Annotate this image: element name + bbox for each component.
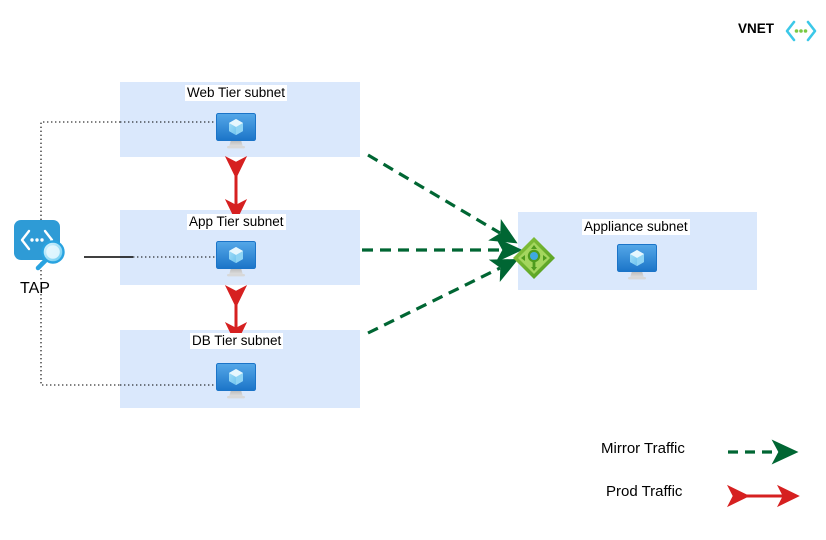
virtual-machine-icon-web-tier (215, 112, 257, 150)
virtual-machine-icon-appliance (616, 243, 658, 281)
legend-label-mirror-traffic: Mirror Traffic (601, 440, 685, 457)
mirror-traffic-arrow-web (367, 153, 518, 244)
legend-label-prod-traffic: Prod Traffic (606, 483, 683, 500)
subnet-label-db-tier: DB Tier subnet (190, 333, 284, 349)
tap-label: TAP (20, 280, 50, 297)
virtual-machine-icon-app-tier (215, 240, 257, 278)
subnet-label-web-tier: Web Tier subnet (185, 85, 288, 101)
tap-connector-db-tier (40, 262, 120, 386)
tap-icon (12, 218, 74, 278)
virtual-machine-icon-db-tier (215, 362, 257, 400)
subnet-label-app-tier: App Tier subnet (187, 214, 286, 230)
vnet-icon (785, 20, 817, 42)
subnet-label-appliance: Appliance subnet (582, 219, 690, 235)
network-virtual-appliance-icon (512, 236, 556, 280)
vnet-label: VNET (738, 21, 775, 36)
mirror-traffic-arrow-db (367, 258, 519, 335)
